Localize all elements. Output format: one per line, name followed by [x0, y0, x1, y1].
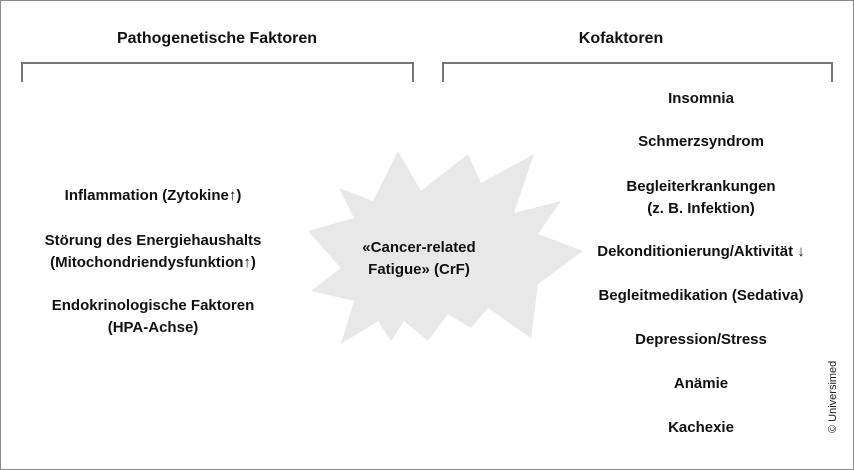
- right-item: Schmerzsyndrom: [638, 133, 764, 150]
- center-label: «Cancer-related: [362, 239, 476, 256]
- right-item: (z. B. Infektion): [647, 200, 755, 217]
- left-item: (HPA-Achse): [107, 319, 199, 336]
- pathogenetic-header: Pathogenetische Faktoren: [116, 30, 318, 47]
- left-item: Störung des Energiehaushalts: [44, 232, 262, 249]
- right-item: Kachexie: [668, 419, 734, 436]
- center-label: Fatigue» (CrF): [368, 261, 470, 278]
- left-item: Inflammation (Zytokine↑): [64, 187, 242, 204]
- right-item: Begleiterkrankungen: [626, 178, 776, 195]
- copyright: © Universimed: [827, 360, 839, 433]
- cofactors-header: Kofaktoren: [578, 30, 664, 47]
- right-item: Insomnia: [668, 90, 734, 107]
- right-item: Dekonditionierung/Aktivität ↓: [597, 243, 805, 260]
- right-item: Begleitmedikation (Sedativa): [598, 287, 804, 304]
- left-item: (Mitochondriendysfunktion↑): [50, 254, 256, 271]
- left-bracket: [21, 62, 414, 82]
- right-item: Depression/Stress: [635, 331, 767, 348]
- left-item: Endokrinologische Faktoren: [51, 297, 255, 314]
- right-item: Anämie: [673, 375, 729, 392]
- right-bracket: [442, 62, 833, 82]
